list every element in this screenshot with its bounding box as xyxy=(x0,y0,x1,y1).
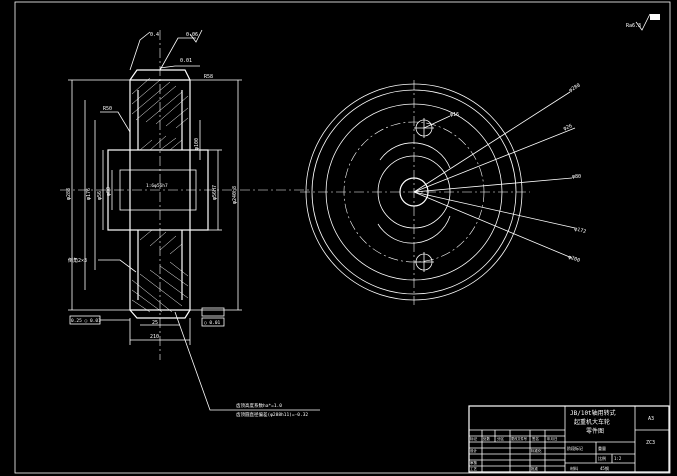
side-dim-4: φ172 xyxy=(573,226,586,235)
scale-label: 比例 xyxy=(598,455,606,461)
col-header-4: 签名 xyxy=(532,436,539,441)
tolerance-box-right: ○ 0.01 xyxy=(204,320,221,326)
col-header-0: 标记 xyxy=(470,436,478,441)
drawing-border xyxy=(14,1,671,474)
weight-label: 重量 xyxy=(598,445,606,451)
col-header-1: 处数 xyxy=(483,436,491,441)
callout-arrow: 0.01 xyxy=(180,58,192,64)
dim-side-a: φ240h8 xyxy=(232,186,238,204)
roughness-label: Ra6.3 xyxy=(626,23,641,29)
title-line-2: 起重机大车轮 xyxy=(574,418,610,426)
row-label-0: 设计 xyxy=(470,448,478,453)
side-dim-1: φ280 xyxy=(568,83,581,94)
callout-top-left: 0.4 xyxy=(150,32,159,38)
col-header-5: 年月日 xyxy=(547,436,558,441)
dim-inner-diameter-2: φ56 xyxy=(97,191,103,200)
col-header-3: 更改文件号 xyxy=(511,436,527,441)
sheet-size: A3 xyxy=(648,416,654,422)
title-line-1: JB/10t轴用转式 xyxy=(570,409,616,417)
row-label-2: 工艺 xyxy=(470,466,478,471)
row-label-1: 审核 xyxy=(470,460,478,465)
side-view: φ280 φ26 φ80 φ172 φ200 φ16 xyxy=(300,80,587,305)
title-block: JB/10t轴用转式 起重机大车轮 零件图 A3 ZC3 阶段标记 重量 比例 … xyxy=(468,405,670,473)
dim-core-diameter: φ80 xyxy=(106,187,112,196)
title-line-3: 零件图 xyxy=(586,427,604,435)
material-value: 45钢 xyxy=(600,465,609,471)
side-small-hole: φ16 xyxy=(450,112,459,118)
width-dim-b: 210 xyxy=(150,334,159,340)
dim-outer-diameter: φ288 xyxy=(66,188,72,200)
material-label: 材料 xyxy=(570,465,578,471)
dim-inner-diameter-1: φ176 xyxy=(86,188,92,200)
standard-label: 标准化 xyxy=(531,448,542,453)
stage-label: 阶段标记 xyxy=(567,445,583,451)
side-dim-2: φ26 xyxy=(563,123,574,132)
side-dim-5: φ200 xyxy=(567,254,580,264)
side-dim-3: φ80 xyxy=(572,174,581,180)
note-line-1: 齿顶高度系数ha*=1.0 xyxy=(236,402,282,409)
note-line-2: 齿顶圆直径偏差(φ288h11)=-0.32 xyxy=(236,411,308,418)
front-section-view: 0.4 0.06 0.01 R50 R58 φ288 φ176 φ56 φ80 … xyxy=(60,29,320,418)
dim-hub: φ100 xyxy=(194,138,200,150)
drawing-number: ZC3 xyxy=(646,440,655,446)
col-header-2: 分区 xyxy=(497,436,505,441)
label-r58: R58 xyxy=(204,74,213,80)
section-hatching xyxy=(131,77,189,313)
bore-annotation: 1:6φ56h7 xyxy=(146,183,168,189)
hole-note: 倒角2×3 xyxy=(68,257,87,264)
label-r50: R50 xyxy=(103,106,112,112)
approve-label: 批准 xyxy=(531,466,539,471)
callout-top-center: 0.06 xyxy=(186,32,198,38)
scale-value: 1:2 xyxy=(614,456,622,461)
roughness-symbol: Ra6.3 xyxy=(626,13,660,31)
tolerance-box-left: 0.25 ○ 0.01 xyxy=(71,318,101,324)
width-dim-a: 25 xyxy=(152,320,158,326)
dim-hole-diameter: φ56H7 xyxy=(212,185,218,200)
